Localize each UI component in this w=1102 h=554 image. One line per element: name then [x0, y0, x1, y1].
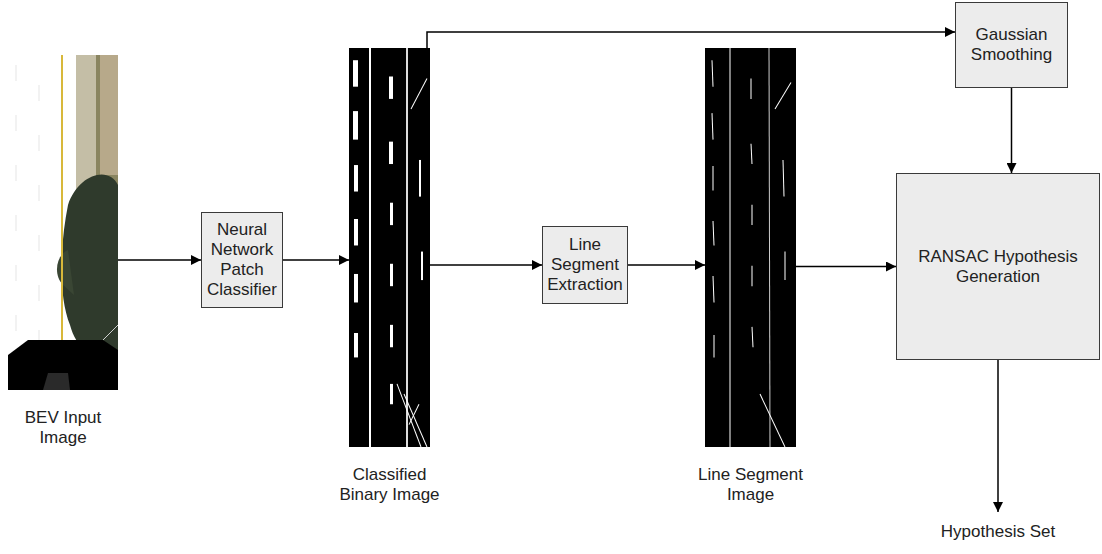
box-label: Gaussian Smoothing	[960, 25, 1063, 65]
image-caption: Line Segment Image	[695, 465, 807, 505]
output-arrow	[997, 360, 999, 512]
box-label: RANSAC Hypothesis Generation	[901, 247, 1095, 287]
bev-photo	[8, 55, 118, 390]
process-box: Line Segment Extraction	[542, 226, 628, 304]
line-segment-image	[705, 48, 796, 447]
image-caption: Classified Binary Image	[334, 465, 446, 505]
flow-arrow	[427, 32, 955, 48]
process-box: Gaussian Smoothing	[955, 2, 1068, 88]
flow-arrow	[430, 264, 542, 266]
image-caption: BEV Input Image	[13, 408, 113, 448]
image-panel: Classified Binary Image	[349, 48, 430, 447]
output-label: Hypothesis Set	[941, 522, 1055, 542]
binary-image	[349, 48, 430, 447]
flow-arrow	[118, 259, 201, 261]
process-box: RANSAC Hypothesis Generation	[896, 173, 1100, 360]
image-panel: BEV Input Image	[8, 55, 118, 390]
box-label: Neural Network Patch Classifier	[206, 220, 278, 300]
flow-arrow	[796, 266, 896, 268]
flow-arrow	[283, 259, 349, 261]
box-label: Line Segment Extraction	[547, 235, 623, 295]
flow-arrow	[1011, 88, 1013, 173]
process-box: Neural Network Patch Classifier	[201, 212, 283, 308]
flow-arrow	[628, 264, 705, 266]
image-panel: Line Segment Image	[705, 48, 796, 447]
